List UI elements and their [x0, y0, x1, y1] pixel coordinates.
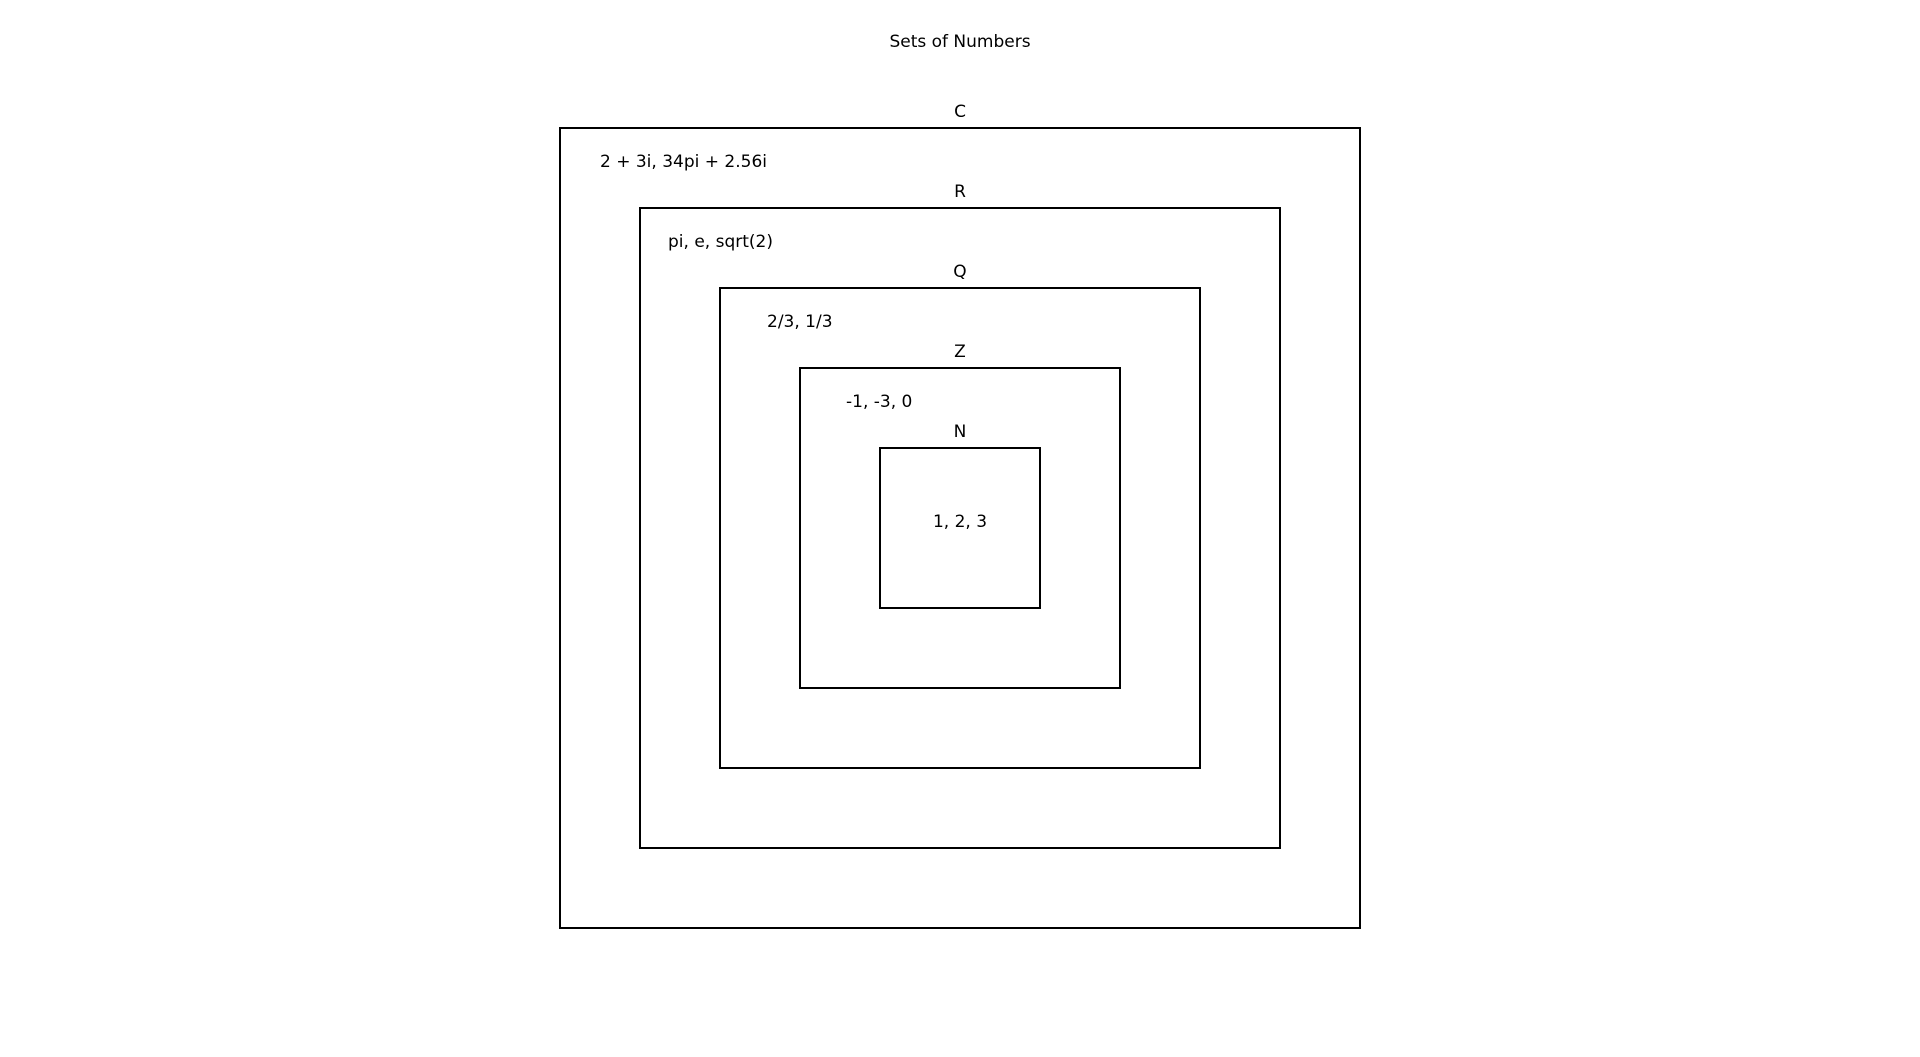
set-box-rational	[719, 287, 1201, 769]
set-examples-rational: 2/3, 1/3	[767, 312, 833, 332]
set-box-natural	[879, 447, 1041, 609]
set-examples-complex: 2 + 3i, 34pi + 2.56i	[600, 152, 767, 172]
set-examples-real: pi, e, sqrt(2)	[668, 232, 773, 252]
set-label-complex: C	[954, 102, 966, 122]
set-box-real	[639, 207, 1281, 849]
set-box-integer	[799, 367, 1121, 689]
set-examples-natural: 1, 2, 3	[932, 512, 988, 532]
set-box-complex	[559, 127, 1361, 929]
set-label-real: R	[954, 182, 966, 202]
set-label-integer: Z	[954, 342, 966, 362]
set-examples-integer: -1, -3, 0	[846, 392, 913, 412]
diagram-title: Sets of Numbers	[889, 32, 1031, 52]
set-label-rational: Q	[953, 262, 967, 282]
set-label-natural: N	[953, 422, 967, 442]
